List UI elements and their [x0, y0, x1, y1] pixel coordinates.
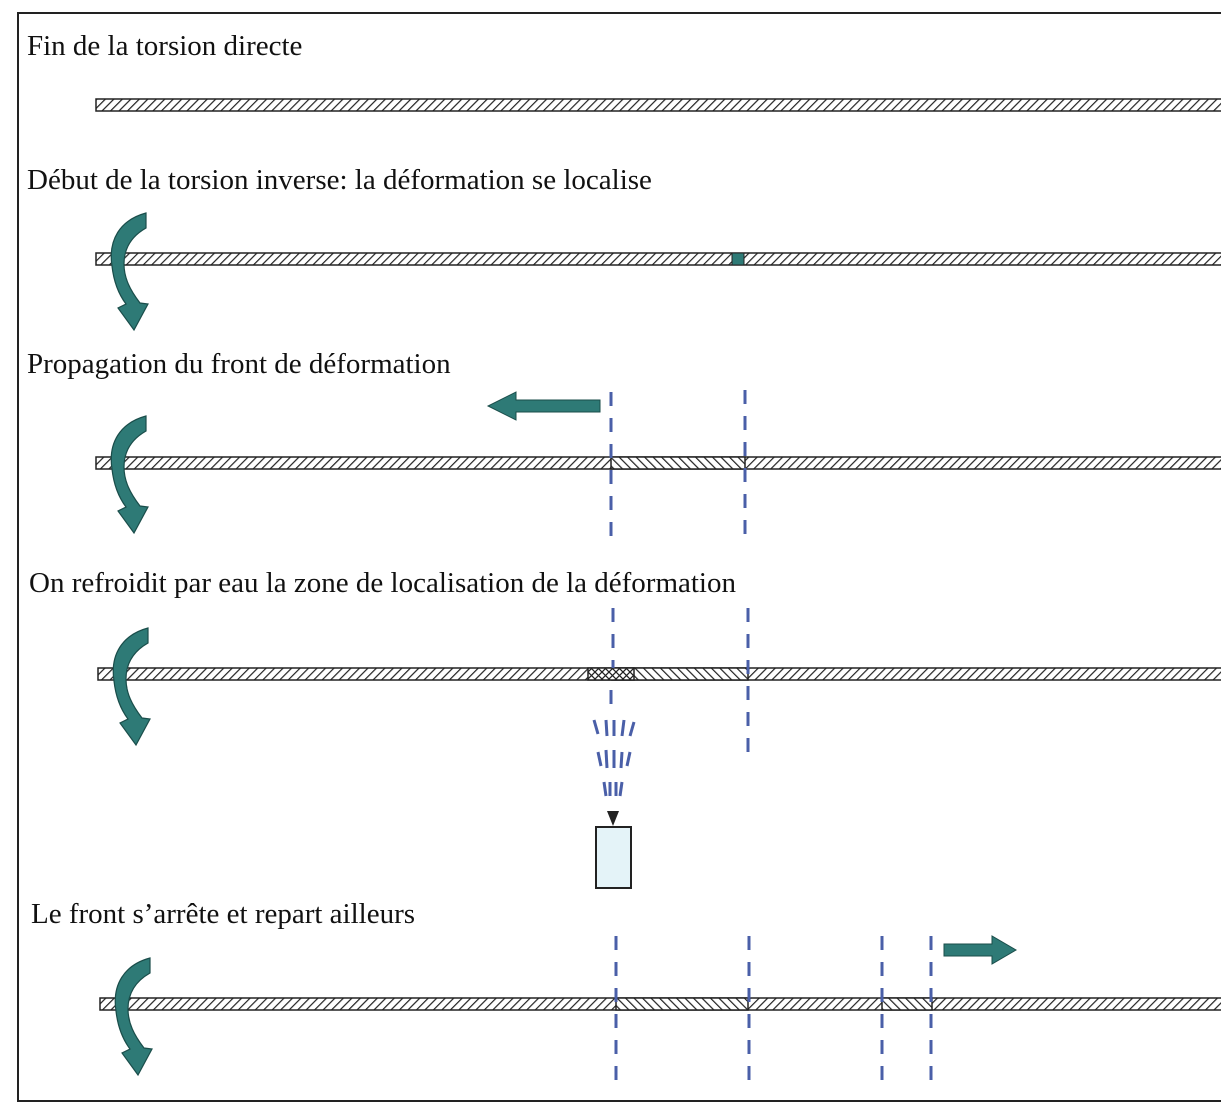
deformed-zone-step-5b: [881, 997, 933, 1011]
twist-arrow-icon: [114, 957, 153, 1077]
cooled-zone: [587, 667, 635, 681]
step-4-label: On refroidit par eau la zone de localisa…: [29, 567, 736, 599]
deformed-zone-step-5a: [615, 997, 749, 1011]
bar-step-1: [95, 98, 1221, 112]
twist-arrow-icon: [110, 212, 149, 332]
water-nozzle-icon: [595, 811, 632, 889]
step-1-label: Fin de la torsion directe: [27, 30, 303, 62]
deformed-zone-step-3: [610, 456, 746, 470]
bar-step-2: [95, 252, 1221, 266]
twist-arrow-icon: [110, 415, 149, 535]
front-direction-right-arrow-icon: [943, 935, 1017, 965]
diagram-frame: [17, 12, 1221, 1102]
step-3-label: Propagation du front de déformation: [27, 348, 451, 380]
step-2-label: Début de la torsion inverse: la déformat…: [27, 164, 652, 196]
water-spray: [592, 690, 636, 797]
step-5-label: Le front s’arrête et repart ailleurs: [31, 898, 416, 930]
localization-zone: [731, 252, 745, 266]
twist-arrow-icon: [112, 627, 151, 747]
front-direction-left-arrow-icon: [486, 391, 601, 421]
